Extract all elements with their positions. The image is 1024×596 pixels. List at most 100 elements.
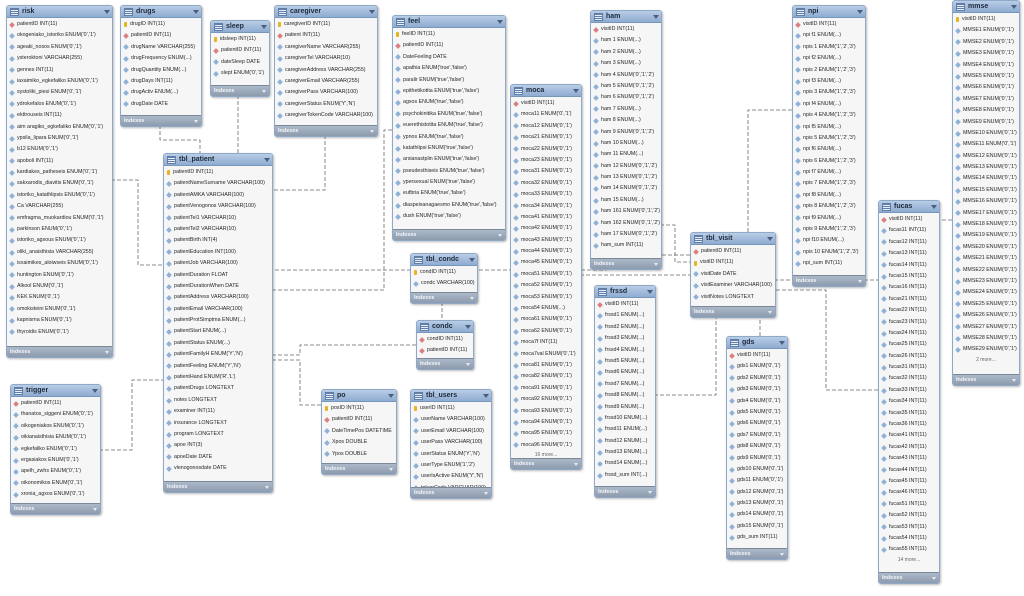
column-row[interactable]: patientEmail VARCHAR(100): [164, 304, 272, 315]
column-row[interactable]: gds12 ENUM('0','1'): [727, 487, 787, 498]
column-row[interactable]: egkefaliko ENUM('0','1'): [11, 444, 100, 455]
column-row[interactable]: ham 17 ENUM('0','1','2'): [591, 229, 661, 240]
expand-arrow-icon[interactable]: [389, 467, 393, 471]
column-row[interactable]: ham 13 ENUM('0','1','2'): [591, 172, 661, 183]
column-row[interactable]: slept ENUM('0','1'): [211, 68, 269, 79]
column-row[interactable]: drugActiv ENUM(...): [121, 87, 201, 98]
column-row[interactable]: oikogeniakos ENUM('0','1'): [11, 421, 100, 432]
table-header[interactable]: tbl_patient: [164, 154, 272, 166]
collapse-arrow-icon[interactable]: [469, 257, 475, 262]
column-row[interactable]: moca91 ENUM('0','1'): [511, 383, 581, 394]
column-row[interactable]: fucas44 INT(11): [879, 465, 939, 476]
column-row[interactable]: moca32 ENUM('0','1'): [511, 178, 581, 189]
indexes-section[interactable]: Indexes: [393, 229, 505, 240]
column-row[interactable]: frssd11 ENUM(...): [595, 424, 655, 435]
column-row[interactable]: moca92 ENUM('0','1'): [511, 394, 581, 405]
column-row[interactable]: npis 7 ENUM('1','2','3'): [793, 178, 865, 189]
table-header[interactable]: moca: [511, 85, 581, 97]
column-row[interactable]: npis 4 ENUM('1','2','3'): [793, 110, 865, 121]
column-row[interactable]: npis 5 ENUM('1','2','3'): [793, 133, 865, 144]
column-row[interactable]: patientBirth INT(4): [164, 235, 272, 246]
expand-arrow-icon[interactable]: [265, 485, 269, 489]
column-row[interactable]: dateSleep DATE: [211, 57, 269, 68]
column-row[interactable]: fucas45 INT(11): [879, 476, 939, 487]
collapse-arrow-icon[interactable]: [573, 88, 579, 93]
indexes-section[interactable]: Indexes: [164, 481, 272, 492]
column-row[interactable]: gds1 ENUM('0','1'): [727, 361, 787, 372]
column-row[interactable]: fucas32 INT(11): [879, 373, 939, 384]
column-row[interactable]: oliki_anaisthisia VARCHAR(255): [7, 247, 112, 258]
column-row[interactable]: emfragma_muokardiou ENUM('0','1'): [7, 213, 112, 224]
column-row[interactable]: fucas23 INT(11): [879, 317, 939, 328]
column-row[interactable]: fucas21 INT(11): [879, 294, 939, 305]
column-row[interactable]: drugQuantity ENUM(...): [121, 65, 201, 76]
column-row[interactable]: patientFamilyH ENUM('Y','N'): [164, 349, 272, 360]
column-row[interactable]: patientProtSimptma ENUM(...): [164, 315, 272, 326]
collapse-arrow-icon[interactable]: [92, 388, 98, 393]
column-row[interactable]: caregiverPass VARCHAR(100): [275, 87, 377, 98]
column-row[interactable]: npi f8 ENUM(...): [793, 190, 865, 201]
column-row[interactable]: npi f3 ENUM(...): [793, 76, 865, 87]
expand-arrow-icon[interactable]: [466, 362, 470, 366]
table-header[interactable]: sleep: [211, 21, 269, 33]
column-row[interactable]: iaxaimiko_egkefaliko ENUM('0','1'): [7, 76, 112, 87]
indexes-section[interactable]: Indexes: [793, 275, 865, 286]
column-row[interactable]: MMSE13 ENUM('0','1'): [953, 162, 1019, 173]
column-row[interactable]: npi f7 ENUM(...): [793, 167, 865, 178]
column-row[interactable]: moca7val ENUM('0','1'): [511, 349, 581, 360]
column-row[interactable]: fucas12 INT(11): [879, 237, 939, 248]
column-row[interactable]: ham 2 ENUM(...): [591, 47, 661, 58]
column-row[interactable]: MMSE21 ENUM('0','1'): [953, 253, 1019, 264]
collapse-arrow-icon[interactable]: [369, 9, 375, 14]
column-row[interactable]: moca95 ENUM('0','1'): [511, 428, 581, 439]
column-row[interactable]: visitID INT(11): [595, 299, 655, 310]
column-row[interactable]: condID INT(11): [417, 334, 473, 345]
column-row[interactable]: drugDate DATE: [121, 99, 201, 110]
column-row[interactable]: caregiverName VARCHAR(255): [275, 42, 377, 53]
column-row[interactable]: apathia ENUM('true','false'): [393, 63, 505, 74]
column-row[interactable]: patientNameSurname VARCHAR(100): [164, 178, 272, 189]
column-row[interactable]: moca23 ENUM('0','1'): [511, 155, 581, 166]
column-row[interactable]: moca7f INT(11): [511, 337, 581, 348]
column-row[interactable]: gds7 ENUM('0','1'): [727, 430, 787, 441]
table-header[interactable]: mmse: [953, 1, 1019, 13]
column-row[interactable]: apoe INT(3): [164, 440, 272, 451]
expand-arrow-icon[interactable]: [93, 507, 97, 511]
expand-arrow-icon[interactable]: [470, 296, 474, 300]
column-row[interactable]: oikonomikos ENUM('0','1'): [11, 478, 100, 489]
indexes-section[interactable]: Indexes: [275, 125, 377, 136]
indexes-section[interactable]: Indexes: [211, 85, 269, 96]
column-row[interactable]: patientID INT(11): [211, 45, 269, 56]
column-row[interactable]: patientID INT(11): [322, 414, 396, 425]
column-row[interactable]: npi f6 ENUM(...): [793, 144, 865, 155]
column-row[interactable]: visitID INT(11): [793, 19, 865, 30]
collapse-arrow-icon[interactable]: [388, 393, 394, 398]
column-row[interactable]: moca33 ENUM('0','1'): [511, 189, 581, 200]
indexes-section[interactable]: Indexes: [121, 115, 201, 126]
expand-arrow-icon[interactable]: [654, 262, 658, 266]
column-row[interactable]: fucas42 INT(11): [879, 442, 939, 453]
table-header[interactable]: caregiver: [275, 6, 377, 18]
column-row[interactable]: fucas54 INT(11): [879, 533, 939, 544]
expand-arrow-icon[interactable]: [780, 552, 784, 556]
column-row[interactable]: ham 161 ENUM('0','1','2'): [591, 206, 661, 217]
column-row[interactable]: frssd14 ENUM(...): [595, 458, 655, 469]
column-row[interactable]: fucas43 INT(11): [879, 453, 939, 464]
column-row[interactable]: MMSE29 ENUM('0','1'): [953, 344, 1019, 355]
column-row[interactable]: npi f5 ENUM(...): [793, 122, 865, 133]
column-row[interactable]: npis 10 ENUM('1','2','3'): [793, 247, 865, 258]
collapse-arrow-icon[interactable]: [264, 157, 270, 162]
table-header[interactable]: gds: [727, 337, 787, 349]
column-row[interactable]: patientDurationWhen DATE: [164, 281, 272, 292]
column-row[interactable]: notes LONGTEXT: [164, 395, 272, 406]
indexes-section[interactable]: Indexes: [411, 292, 477, 303]
table-header[interactable]: tbl_condc: [411, 254, 477, 266]
column-row[interactable]: ydrokefalos ENUM('0','1'): [7, 99, 112, 110]
column-row[interactable]: moca54 ENUM(...): [511, 303, 581, 314]
column-row[interactable]: MMSE9 ENUM('0','1'): [953, 117, 1019, 128]
column-row[interactable]: npis 2 ENUM('1','2','3'): [793, 65, 865, 76]
